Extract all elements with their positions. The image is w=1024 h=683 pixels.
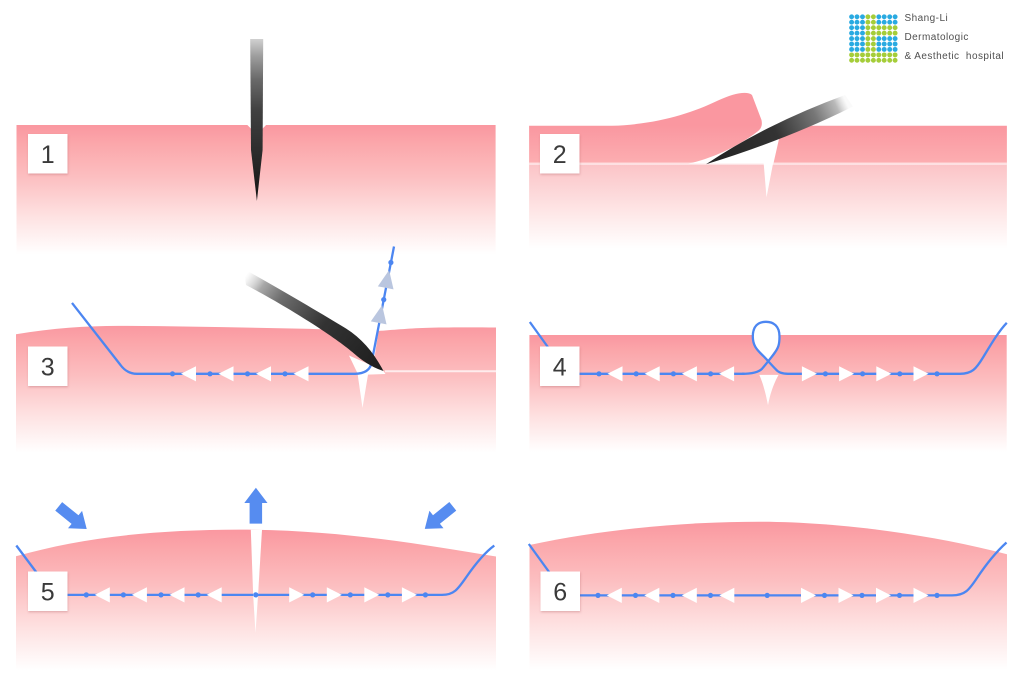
svg-text:5: 5 <box>41 578 55 606</box>
svg-text:4: 4 <box>553 353 567 381</box>
svg-text:1: 1 <box>41 141 55 169</box>
svg-text:3: 3 <box>41 353 55 381</box>
svg-text:6: 6 <box>553 578 567 606</box>
svg-text:2: 2 <box>553 141 567 169</box>
